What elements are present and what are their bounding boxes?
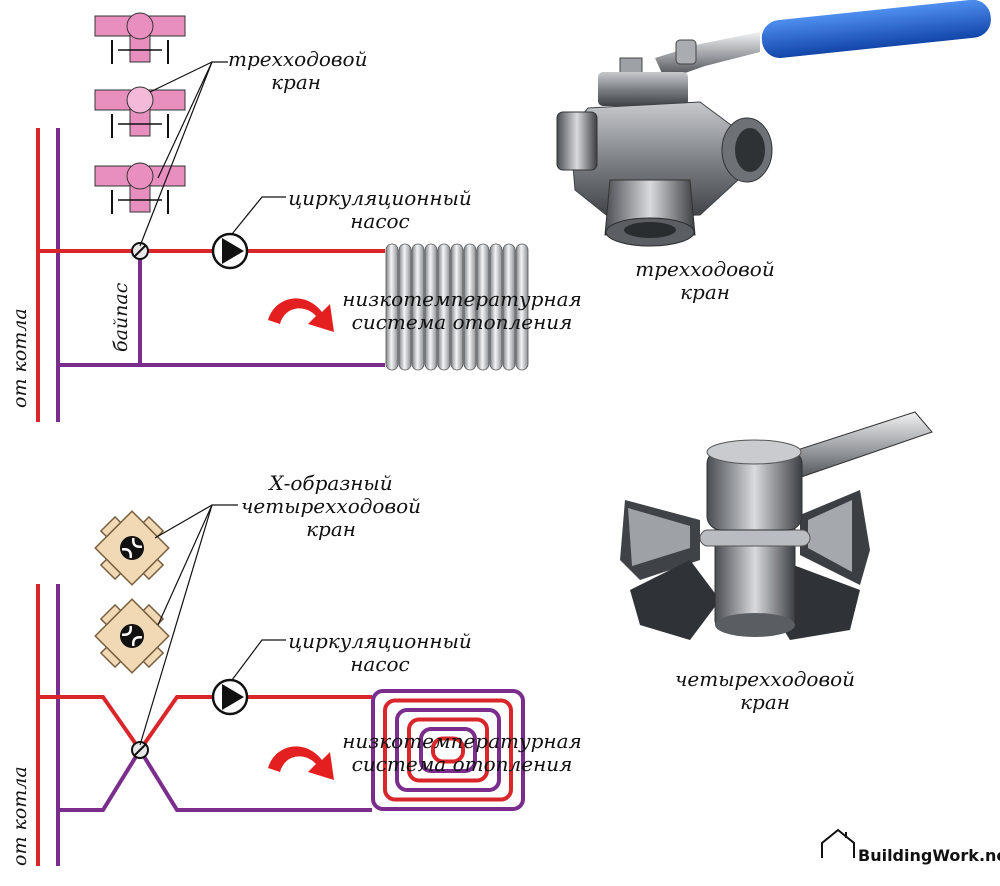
three-way-valve-label: трехходовой кран xyxy=(228,47,368,94)
supply-line-bottom xyxy=(38,695,372,754)
leader-lines-top xyxy=(139,61,286,247)
three-way-valve-symbol xyxy=(131,242,149,260)
radiator-fin xyxy=(502,243,516,371)
low-temp-system-label-bottom: низкотемпературная система отопления xyxy=(342,729,582,776)
coil-loop xyxy=(395,708,501,792)
coil-loop xyxy=(407,717,489,783)
three-way-valve-photo xyxy=(556,0,991,247)
x-four-way-valve-label: Х-образный четырехходовой кран xyxy=(240,471,422,541)
rotation-arrow-icon xyxy=(268,746,334,780)
four-way-valve-icon xyxy=(94,510,170,674)
radiator-fin xyxy=(424,243,438,371)
house-logo-icon xyxy=(821,828,855,858)
from-boiler-label-top: от котла xyxy=(9,308,31,408)
radiator-fin xyxy=(489,243,503,371)
coil-loop xyxy=(431,736,465,764)
coil-loop xyxy=(419,727,477,773)
low-temp-system-label-top: низкотемпературная система отопления xyxy=(342,287,582,334)
radiator-fin xyxy=(385,243,399,371)
radiator-fin xyxy=(450,243,464,371)
floor-heating-coil-icon xyxy=(371,689,525,811)
watermark-text: BuildingWork.net xyxy=(858,846,1000,865)
cross-valve xyxy=(94,598,170,674)
valve-cross-section xyxy=(94,12,186,64)
pump-icon xyxy=(211,232,249,270)
radiator-fin xyxy=(398,243,412,371)
from-boiler-label-bottom: от котла xyxy=(9,766,31,866)
radiator-fin xyxy=(515,243,529,371)
valve-cross-section xyxy=(94,162,186,214)
cross-valve xyxy=(94,510,170,586)
rotation-arrow-icon xyxy=(268,298,334,332)
radiator-icon xyxy=(385,243,529,371)
pump-icon xyxy=(211,678,249,716)
leader-lines-bottom xyxy=(139,504,286,746)
four-way-valve-photo-caption: четырехходовой кран xyxy=(674,667,856,714)
three-way-valve-photo-caption: трехходовой кран xyxy=(635,257,775,304)
three-way-valve-icon xyxy=(94,12,186,214)
top-diagram xyxy=(36,12,529,422)
radiator-fin xyxy=(476,243,490,371)
four-way-valve-photo xyxy=(620,411,933,640)
radiator-fin xyxy=(437,243,451,371)
pump-label-top: циркуляционный насос xyxy=(288,186,472,233)
pump-label-bottom: циркуляционный насос xyxy=(288,629,472,676)
valve-cross-section xyxy=(94,86,186,138)
coil-loop xyxy=(383,698,513,802)
bottom-diagram xyxy=(36,504,525,866)
bypass-label: байпас xyxy=(110,282,132,352)
four-way-valve-symbol xyxy=(131,741,149,759)
coil-loop xyxy=(371,689,525,811)
radiator-fin xyxy=(411,243,425,371)
watermark: BuildingWork.net xyxy=(858,846,1000,865)
radiator-fin xyxy=(463,243,477,371)
